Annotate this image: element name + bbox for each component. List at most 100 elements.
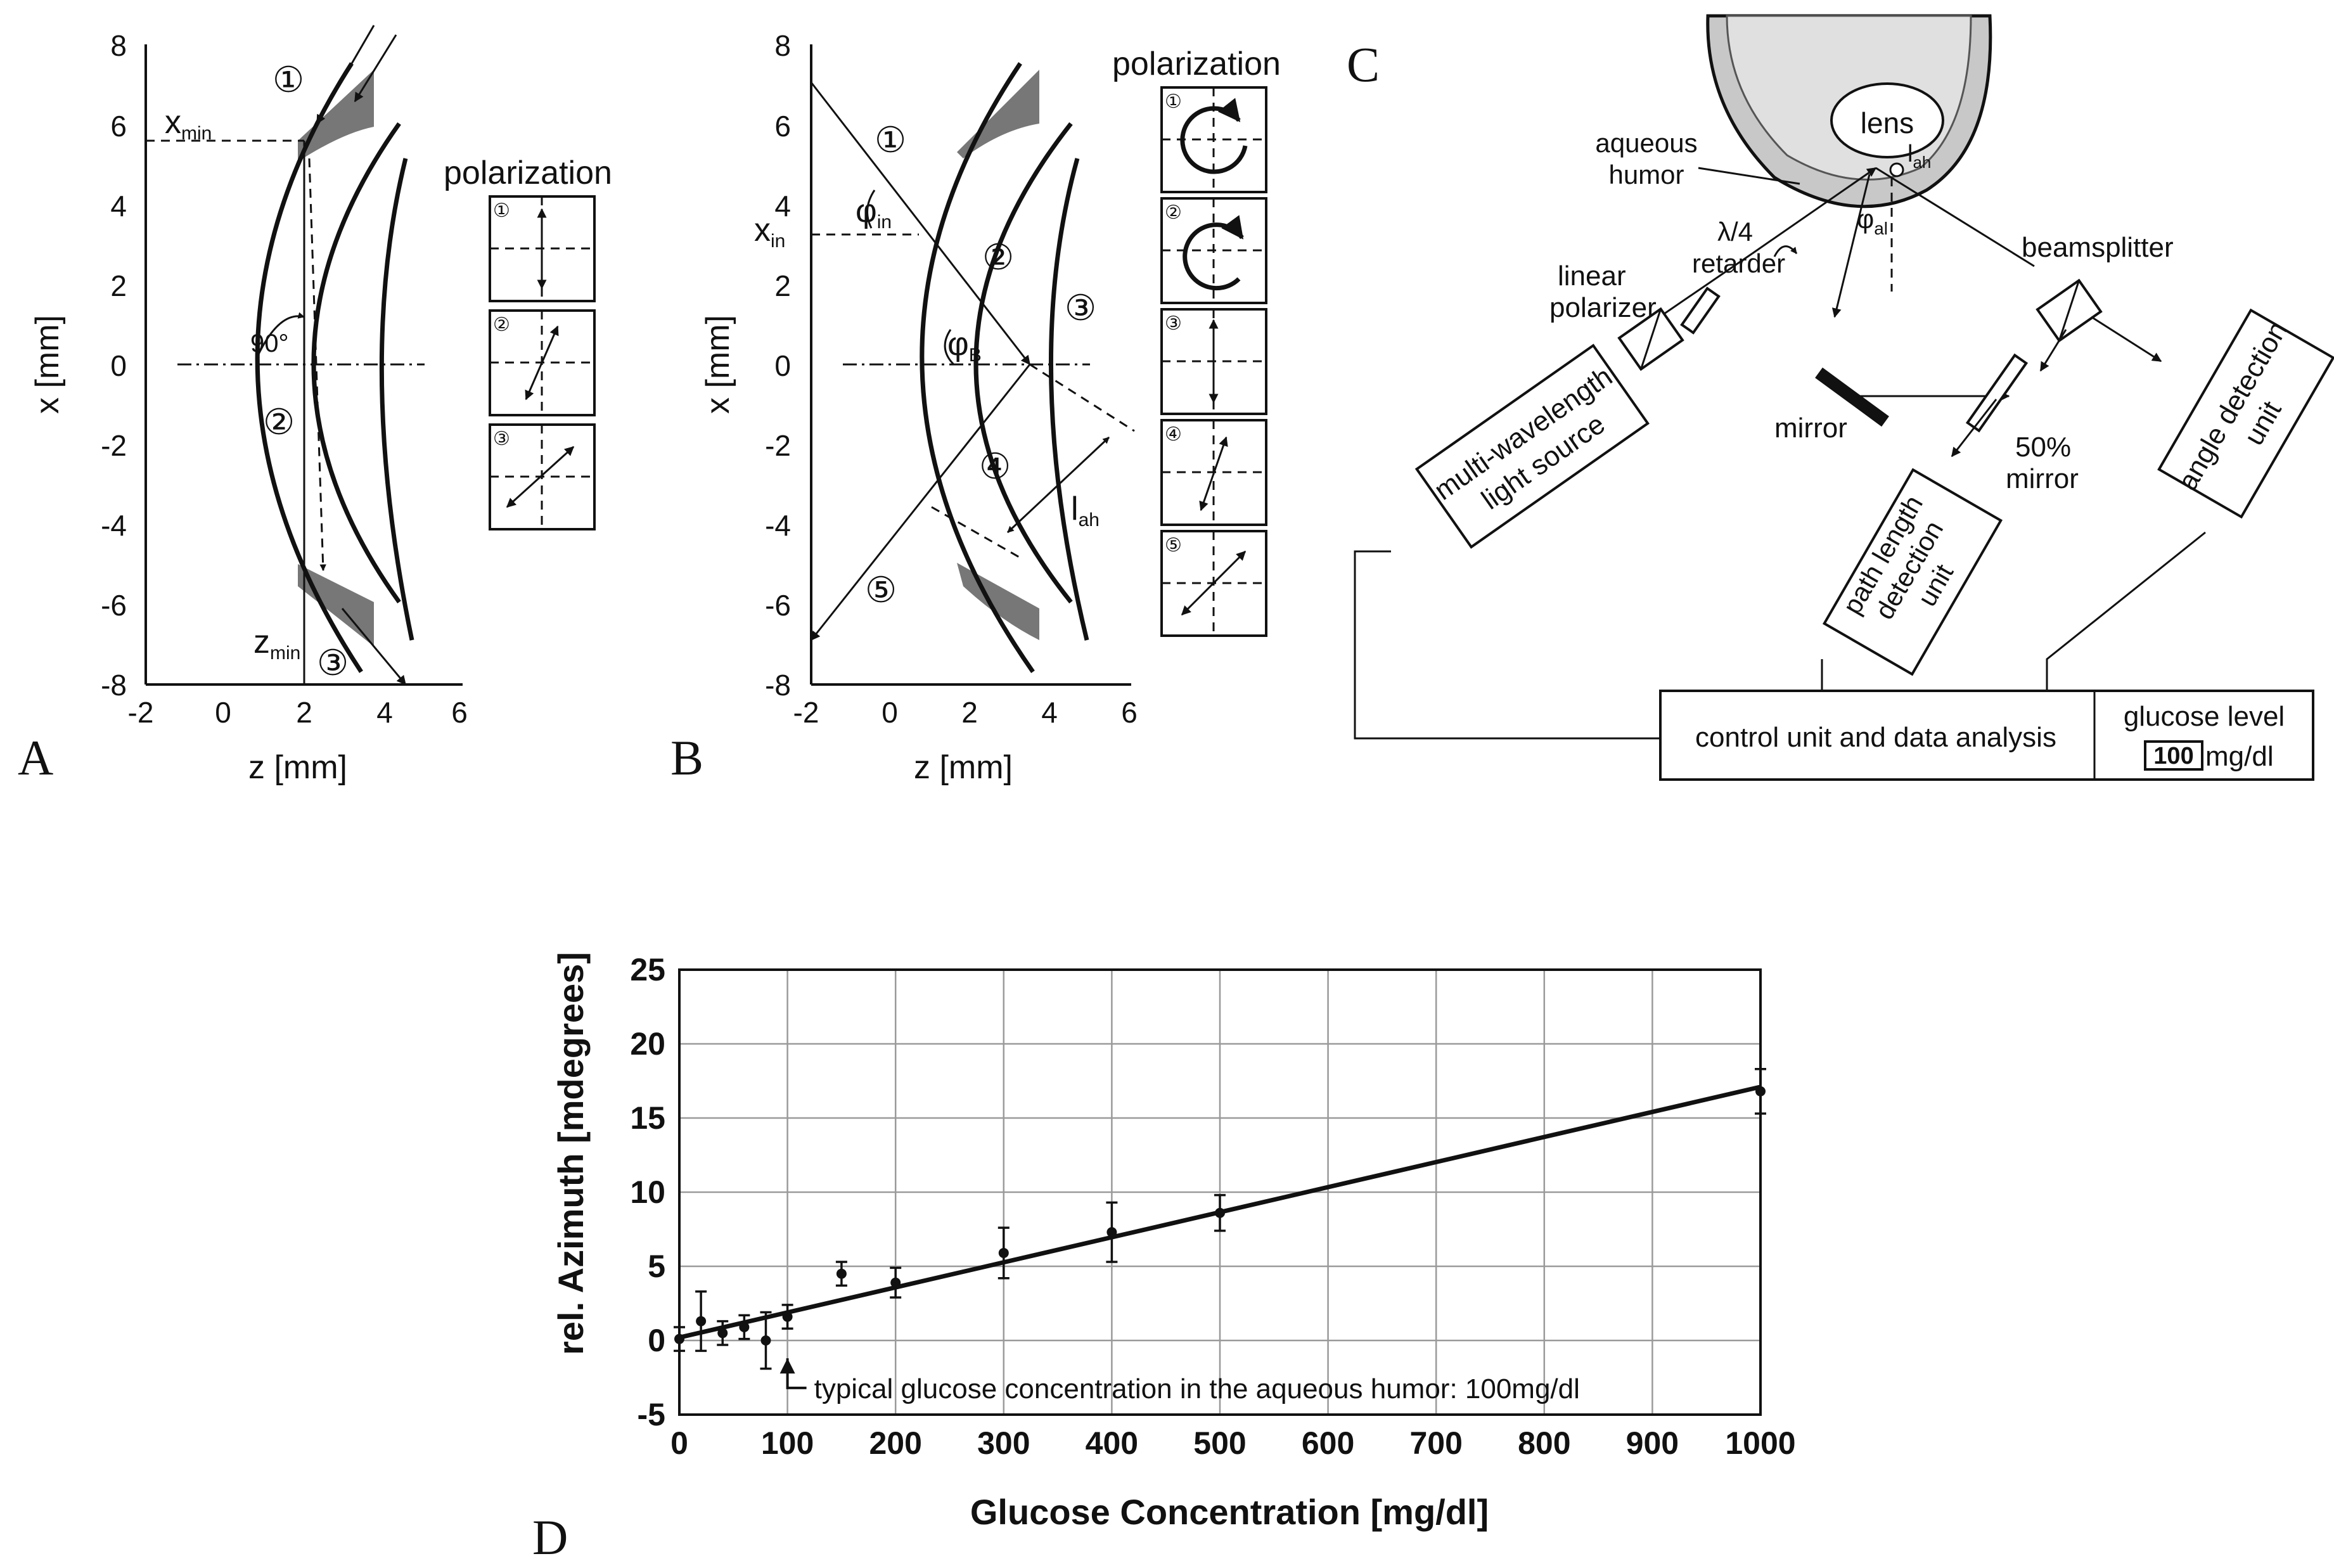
polarizer-label-1: linear <box>1558 260 1626 292</box>
phi-al-label: φal <box>1857 204 1888 238</box>
retarder-label-1: λ/4 <box>1717 217 1753 247</box>
chart-ylabel: rel. Azimuth [mdegrees] <box>551 952 591 1355</box>
angle-arc <box>255 312 305 359</box>
x-tick: 4 <box>376 696 393 729</box>
svg-text:0: 0 <box>882 696 898 729</box>
svg-text:-8: -8 <box>765 669 791 702</box>
y-tick: 4 <box>110 190 127 222</box>
panel-b-lens-curve <box>1048 158 1089 641</box>
panel-b: B 8 6 4 2 0 -2 -4 -6 -8 -2 0 2 4 6 z [mm… <box>670 29 1281 786</box>
data-point <box>836 1268 847 1279</box>
panel-b-x-ticks: -2 0 2 4 6 <box>793 696 1138 729</box>
y-tick: -6 <box>101 589 127 622</box>
focus-point-icon <box>1889 162 1904 177</box>
panel-d-label: D <box>532 1510 568 1565</box>
svg-text:6: 6 <box>1121 696 1138 729</box>
data-point <box>739 1321 750 1332</box>
svg-text:4: 4 <box>1041 696 1058 729</box>
ray-in-1 <box>316 25 375 125</box>
data-point <box>717 1328 728 1339</box>
glucose-level-label: glucose level <box>2124 701 2285 732</box>
y-tick: -2 <box>101 429 127 462</box>
data-point <box>696 1316 707 1327</box>
x-tick-label: 500 <box>1193 1425 1246 1461</box>
panel-b-phi-b-arc <box>944 329 955 366</box>
control-unit-box <box>1659 690 2314 781</box>
y-tick: 6 <box>110 110 127 143</box>
panel-a-xlabel: z [mm] <box>248 749 347 786</box>
crystalline-lens <box>1830 82 1944 158</box>
panel-a-polarization-box-3: ③ <box>489 423 596 530</box>
panel-c: C lens aqueous humor lah φal λ/4 retarde… <box>1347 14 2334 781</box>
panel-b-polarization-box-5: ⑤ <box>1160 530 1267 637</box>
cornea-outer-curve <box>255 62 363 673</box>
path-length-detection-unit: path length detection unit <box>1822 468 2003 676</box>
y-tick-label: 5 <box>648 1249 665 1284</box>
panel-b-polarization-box-1: ① <box>1160 86 1267 193</box>
svg-text:③: ③ <box>1165 313 1182 334</box>
panel-a-polarization-title: polarization <box>444 155 612 191</box>
panel-a-shade-bottom <box>298 564 374 646</box>
svg-text:④: ④ <box>1165 424 1182 445</box>
panel-b-polarization-box-3: ③ <box>1160 308 1267 415</box>
aqueous-label-1: aqueous <box>1595 128 1697 158</box>
retarder-plate <box>1680 286 1721 335</box>
panel-b-phi-in-label: φin <box>856 193 892 233</box>
y-tick-label: 0 <box>648 1323 665 1358</box>
panel-b-lah-arrow <box>1006 436 1110 534</box>
svg-text:②: ② <box>1165 202 1182 223</box>
polarizer-label-2: polarizer <box>1549 292 1657 323</box>
y-tick-label: 20 <box>630 1026 665 1062</box>
x-tick: 0 <box>215 696 231 729</box>
beamsplitter-label: beamsplitter <box>2022 232 2174 263</box>
panel-b-marker-1: ① <box>875 120 906 160</box>
y-tick: -4 <box>101 509 127 542</box>
panel-a: A 8 6 4 2 0 -2 -4 -6 -8 -2 0 2 4 6 z [mm… <box>18 25 612 786</box>
wire-angle-unit <box>2046 531 2206 691</box>
beam-in <box>1752 167 1877 255</box>
glucose-value: 100 <box>2153 743 2193 769</box>
data-point <box>1755 1086 1766 1096</box>
half-mirror <box>1965 353 2029 433</box>
beam-to-path-unit <box>1951 399 1997 458</box>
svg-text:-2: -2 <box>765 429 791 462</box>
y-tick: 8 <box>110 29 127 62</box>
panel-a-shade-top <box>298 70 374 162</box>
y-tick-label: 10 <box>630 1174 665 1210</box>
cornea-inner-curve <box>311 122 401 604</box>
mirror-label: mirror <box>1774 413 1847 444</box>
svg-text:①: ① <box>1165 91 1182 112</box>
panel-b-polarization-box-2: ② <box>1160 197 1267 304</box>
data-point <box>1215 1207 1225 1218</box>
marker-1: ① <box>273 60 304 100</box>
y-tick-label: -5 <box>638 1397 665 1432</box>
chart-xlabel: Glucose Concentration [mg/dl] <box>970 1492 1489 1532</box>
panel-b-shade-top <box>957 70 1039 158</box>
panel-b-normal-ext <box>1029 363 1135 432</box>
angle-label: 90° <box>250 330 289 357</box>
svg-text:6: 6 <box>774 110 791 143</box>
panel-c-label: C <box>1347 37 1380 92</box>
y-tick-label: 25 <box>630 952 665 987</box>
svg-text:③: ③ <box>493 428 510 449</box>
panel-a-ylabel: x [mm] <box>29 315 66 414</box>
y-tick: -8 <box>101 669 127 702</box>
panel-b-marker-3: ③ <box>1065 288 1096 328</box>
panel-a-polarization-box-1: ① <box>489 195 596 302</box>
beamsplitter-cube <box>2036 278 2103 343</box>
lens-label: lens <box>1861 106 1914 139</box>
ray-out <box>341 608 407 686</box>
lens-curve <box>379 158 414 641</box>
panel-b-xin-label: xin <box>754 212 785 252</box>
beam-reflect <box>1831 174 1871 318</box>
marker-3: ③ <box>317 643 349 683</box>
svg-text:8: 8 <box>774 29 791 62</box>
half-mirror-label-1: 50% <box>2015 432 2071 463</box>
panel-b-phi-b-label: φB <box>947 326 982 366</box>
x-tick-label: 400 <box>1086 1425 1138 1461</box>
y-tick-label: 15 <box>630 1100 665 1136</box>
angle-detection-unit: angle detection unit <box>2157 308 2334 519</box>
x-tick-label: 100 <box>761 1425 814 1461</box>
